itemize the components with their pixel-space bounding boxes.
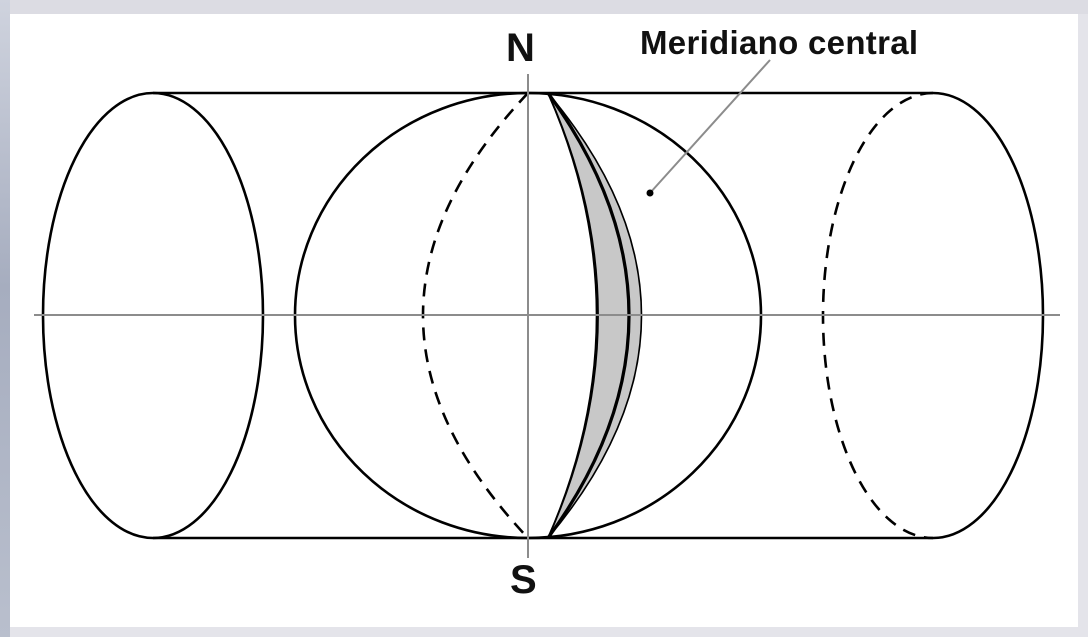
central-meridian-label: Meridiano central [640,24,919,61]
north-pole-label: N [506,26,535,70]
diagram-canvas [10,14,1078,627]
meridian-leader-line [649,59,771,194]
south-pole-label: S [510,558,537,602]
top-border [0,0,1088,14]
left-border [0,0,10,637]
meridian-pointer-dot [646,189,654,197]
